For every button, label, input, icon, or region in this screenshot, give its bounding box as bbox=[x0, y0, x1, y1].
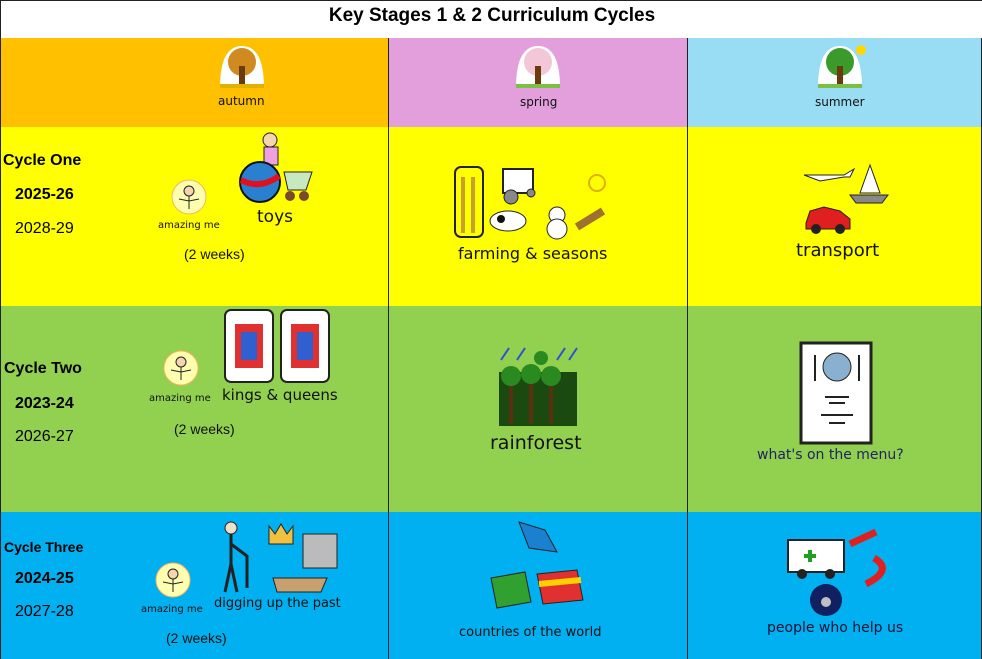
cycle-year: 2027-28 bbox=[15, 603, 74, 620]
toys-icon bbox=[239, 132, 313, 203]
cycle-two-autumn: Cycle Two 2023-24 2026-27 amazing me kin… bbox=[0, 306, 389, 513]
topic-label: kings & queens bbox=[222, 386, 338, 404]
amazing-me-label: amazing me bbox=[141, 604, 203, 615]
cycle-two-spring: rainforest bbox=[389, 306, 688, 513]
cycle-name: Cycle Two bbox=[4, 360, 82, 377]
duration-label: (2 weeks) bbox=[174, 421, 235, 437]
topic-label: people who help us bbox=[767, 620, 904, 636]
transport-icon bbox=[803, 163, 889, 234]
amazing-me-icon bbox=[163, 350, 199, 386]
season-label: summer bbox=[815, 95, 865, 109]
amazing-me-icon bbox=[155, 562, 191, 598]
cycle-one-summer: transport bbox=[688, 127, 982, 307]
amazing-me-label: amazing me bbox=[149, 393, 211, 404]
cycle-two-summer: what's on the menu? bbox=[688, 306, 982, 513]
duration-label: (2 weeks) bbox=[166, 630, 227, 646]
summer-tree-icon bbox=[818, 45, 866, 88]
blossom-tree-icon bbox=[516, 46, 560, 88]
cycle-name: Cycle One bbox=[3, 152, 82, 169]
cycle-one-spring: farming & seasons bbox=[389, 127, 688, 307]
season-summer: summer bbox=[688, 38, 982, 128]
cycle-three-autumn: Cycle Three 2024-25 2027-28 amazing me d… bbox=[0, 512, 389, 659]
season-autumn: autumn bbox=[0, 38, 389, 128]
cycle-three-summer: people who help us bbox=[688, 512, 982, 659]
topic-label: what's on the menu? bbox=[757, 447, 904, 463]
amazing-me-icon bbox=[171, 179, 207, 215]
cycle-one-autumn: Cycle One 2025-26 2028-29 amazing me toy… bbox=[0, 127, 389, 307]
cycle-year: 2024-25 bbox=[15, 570, 74, 587]
kings-queens-cards-icon bbox=[224, 309, 330, 383]
digging-up-past-icon bbox=[223, 521, 338, 593]
flags-icon bbox=[490, 521, 584, 609]
season-spring: spring bbox=[389, 38, 688, 128]
cycle-three-spring: countries of the world bbox=[389, 512, 688, 659]
cycle-name: Cycle Three bbox=[4, 539, 84, 555]
topic-label: rainforest bbox=[490, 432, 582, 454]
menu-icon bbox=[799, 341, 873, 445]
season-label: autumn bbox=[218, 94, 265, 108]
duration-label: (2 weeks) bbox=[184, 246, 245, 262]
season-label: spring bbox=[520, 95, 558, 109]
farming-seasons-icon bbox=[454, 166, 606, 240]
cycle-year: 2023-24 bbox=[15, 395, 74, 412]
topic-label: farming & seasons bbox=[458, 244, 608, 263]
topic-label: transport bbox=[796, 240, 880, 261]
topic-label: digging up the past bbox=[214, 596, 341, 611]
amazing-me-label: amazing me bbox=[158, 220, 220, 231]
autumn-tree-icon bbox=[220, 46, 264, 88]
cycle-year: 2028-29 bbox=[15, 220, 74, 237]
people-who-help-icon bbox=[787, 528, 886, 616]
page-title: Key Stages 1 & 2 Curriculum Cycles bbox=[0, 0, 982, 41]
rainforest-icon bbox=[499, 347, 578, 426]
topic-label: countries of the world bbox=[459, 625, 602, 640]
cycle-year: 2026-27 bbox=[15, 428, 74, 445]
cycle-year: 2025-26 bbox=[15, 186, 74, 203]
topic-label: toys bbox=[257, 207, 293, 227]
